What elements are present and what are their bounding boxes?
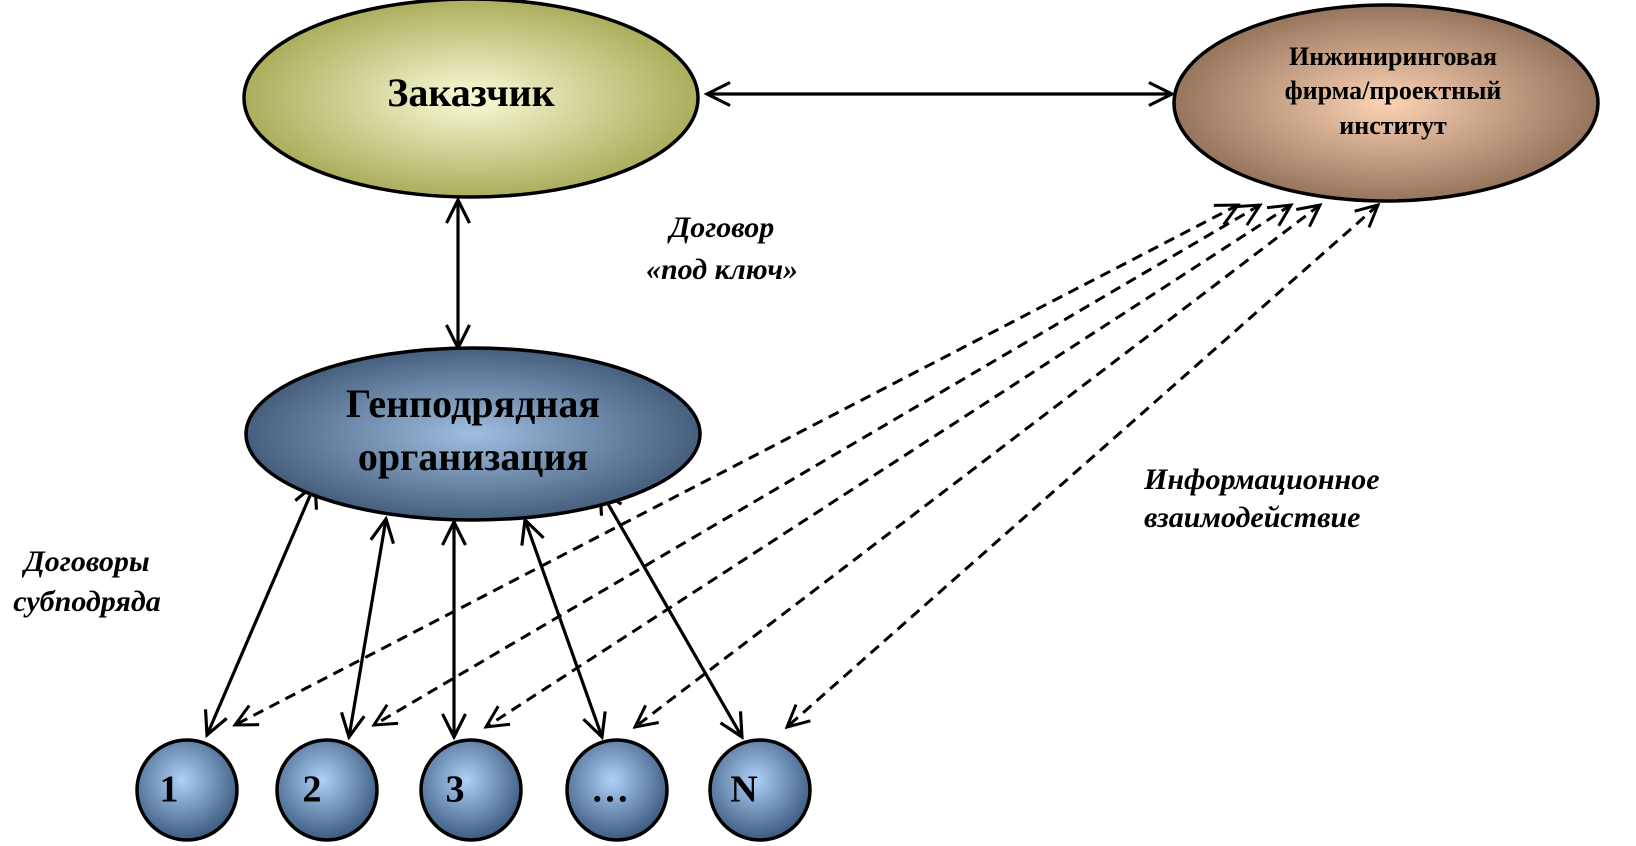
turnkey-contract-label-line-2: «под ключ» [646, 253, 798, 286]
subcontractor-label-1: 1 [160, 769, 179, 811]
customer-label: Заказчик [387, 70, 554, 115]
engineering-firm-label-line-1: Инжиниринговая [1289, 42, 1497, 71]
information-links [235, 205, 1378, 727]
subcontractor-node-2: 2 [275, 738, 379, 842]
subcontractor-circle-ellipsis [565, 738, 669, 842]
subcontract-label-line-1: Договоры [21, 545, 149, 578]
subcontractor-circle-3 [419, 738, 523, 842]
customer-node: Заказчик [242, 0, 700, 199]
general-contractor-label-line-2: организация [358, 434, 588, 479]
subcontractor-circle-1 [135, 738, 239, 842]
engineering-firm-ellipse [1172, 3, 1600, 203]
subcontractor-label-ellipsis: … [591, 769, 629, 811]
information-exchange-label-line-2: взаимодействие [1144, 501, 1361, 534]
general-contractor-ellipse [244, 346, 702, 522]
info-link-3 [486, 205, 1291, 727]
subcontractor-label-n: N [730, 769, 757, 811]
subcontractor-label-2: 2 [303, 769, 322, 811]
subcontractor-node-n: N [708, 738, 812, 842]
subcontract-link-2 [349, 519, 386, 737]
subcontractor-circle-2 [275, 738, 379, 842]
customer-ellipse [242, 0, 700, 199]
subcontractor-label-3: 3 [446, 769, 465, 811]
subcontractor-node-ellipsis: … [565, 738, 669, 842]
information-exchange-label-line-1: Информационное [1143, 463, 1380, 496]
turnkey-contract-label-line-1: Договор [667, 211, 775, 244]
engineering-firm-node: Инжиниринговая фирма/проектный институт [1172, 3, 1600, 203]
subcontract-link-1 [207, 484, 315, 735]
subcontractor-nodes: 1 2 3 … N [135, 738, 812, 842]
general-contractor-node: Генподрядная организация [244, 346, 702, 522]
general-contractor-label-line-1: Генподрядная [346, 381, 600, 426]
subcontractor-circle-n [708, 738, 812, 842]
engineering-firm-label-line-3: институт [1339, 111, 1447, 140]
subcontractor-node-1: 1 [135, 738, 239, 842]
engineering-firm-label-line-2: фирма/проектный [1285, 76, 1502, 105]
subcontractor-node-3: 3 [419, 738, 523, 842]
info-link-n [787, 205, 1378, 727]
annotation-labels: Договор «под ключ» Договоры субподряда И… [13, 211, 1379, 618]
subcontract-label-line-2: субподряда [13, 585, 161, 618]
